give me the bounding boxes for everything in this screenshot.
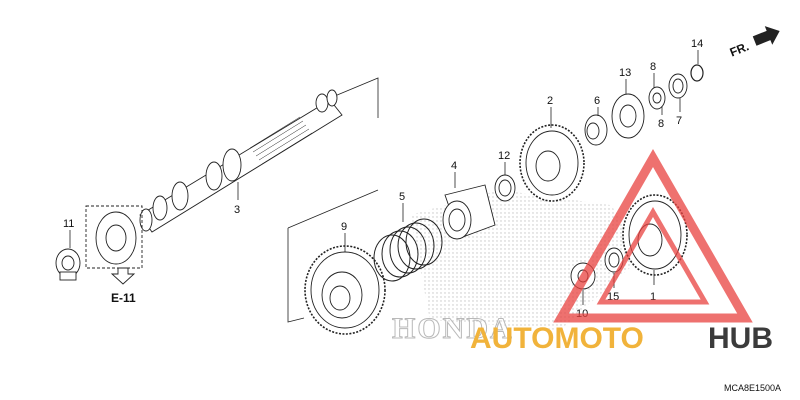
callout-11: 11 — [63, 218, 74, 230]
collar-part-4 — [442, 184, 496, 240]
callout-6: 6 — [594, 95, 600, 107]
reference-arrow-icon — [110, 267, 136, 285]
callout-4: 4 — [451, 160, 457, 172]
spring-part-5 — [373, 218, 443, 282]
nut-part-11 — [55, 248, 81, 281]
callout-14: 14 — [691, 38, 703, 50]
reference-label-e11: E-11 — [111, 291, 136, 305]
diagram-code: MCA8E1500A — [724, 383, 781, 393]
callout-3: 3 — [234, 204, 240, 216]
watermark-triangle-logo — [553, 148, 753, 323]
bearing-part-13 — [611, 93, 645, 139]
watermark-brand: AUTOMOTO HUB — [470, 322, 773, 355]
gear-part-1 — [622, 194, 688, 276]
callout-7: 7 — [676, 115, 682, 127]
assembly-frame — [287, 77, 379, 323]
gear-part-2 — [519, 124, 585, 202]
callout-8-upper: 8 — [650, 61, 656, 73]
watermark-brand-accent: AUTOMOTO — [470, 322, 644, 355]
circlip-part-14 — [690, 64, 704, 82]
front-direction-indicator: FR. — [728, 26, 780, 60]
callout-5: 5 — [399, 191, 405, 203]
callout-2: 2 — [547, 95, 553, 107]
callout-13: 13 — [619, 67, 631, 79]
bearing-E-11 — [85, 205, 143, 269]
front-direction-label: FR. — [728, 39, 751, 59]
watermark-honda: HONDA — [392, 312, 514, 345]
washer-part-7 — [668, 73, 688, 99]
large-gear-part-9 — [304, 245, 386, 335]
callout-8-lower: 8 — [658, 118, 664, 130]
washer-part-12 — [494, 174, 516, 202]
callout-labels: 1 2 3 4 5 6 7 8 8 9 10 11 12 13 14 15 — [63, 38, 703, 320]
callout-12: 12 — [498, 150, 510, 162]
main-shaft-part-3 — [139, 89, 343, 233]
collar-part-8 — [648, 86, 666, 110]
collar-part-6 — [584, 114, 608, 146]
callout-9: 9 — [341, 221, 347, 233]
callout-1: 1 — [650, 291, 656, 303]
watermark-brand-dark: HUB — [708, 322, 773, 355]
front-arrow-icon — [752, 26, 780, 46]
